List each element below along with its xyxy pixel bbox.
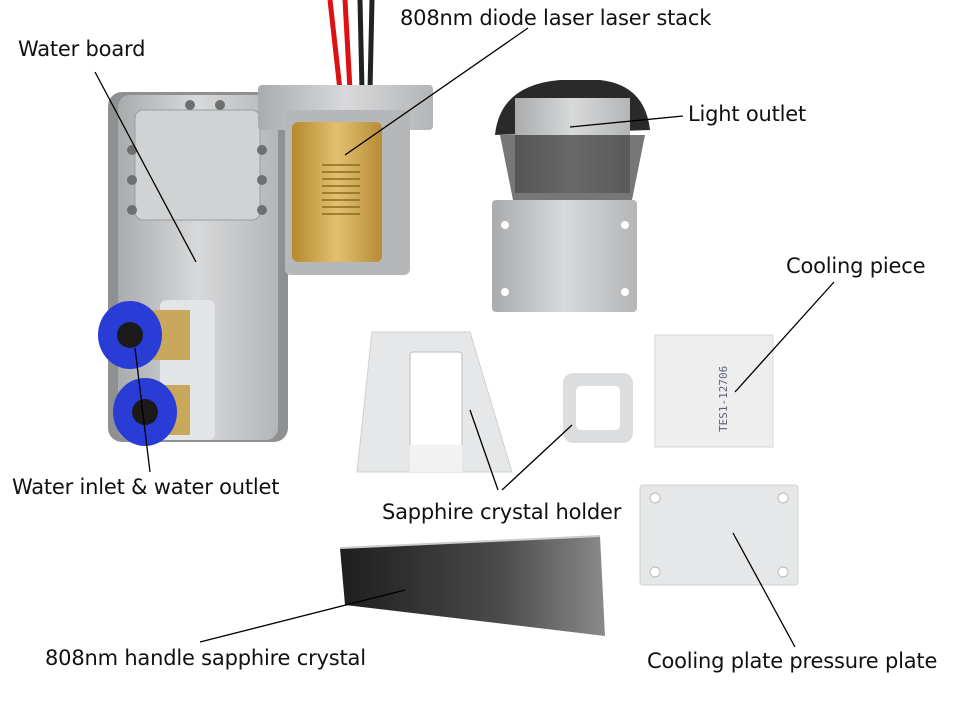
label-light-outlet: Light outlet	[688, 102, 807, 126]
leader-pressure-plate	[732, 532, 796, 648]
leader-holder-left	[469, 409, 499, 491]
leader-light-outlet	[569, 115, 684, 128]
pressure-plate-image	[639, 484, 799, 586]
leader-holder-right	[501, 424, 573, 491]
leader-water-inlet	[134, 347, 151, 473]
label-laser-stack: 808nm diode laser laser stack	[400, 6, 712, 30]
leader-sapphire-crystal	[199, 589, 406, 643]
label-water-inlet-outlet: Water inlet & water outlet	[12, 475, 280, 499]
label-sapphire-holder: Sapphire crystal holder	[382, 500, 622, 524]
sapphire-crystal-image	[339, 535, 605, 636]
label-water-board: Water board	[18, 37, 146, 61]
water-connectors-image	[98, 301, 190, 446]
laser-stack-image	[258, 0, 433, 275]
light-outlet-image	[492, 80, 650, 312]
sapphire-holder-image	[356, 331, 633, 473]
label-cooling-piece: Cooling piece	[786, 254, 926, 278]
label-pressure-plate: Cooling plate pressure plate	[647, 649, 938, 673]
leader-laser-stack	[344, 27, 529, 156]
leader-cooling-piece	[734, 281, 835, 393]
cooling-piece-image	[654, 334, 774, 448]
leader-lines	[94, 27, 835, 648]
label-sapphire-crystal: 808nm handle sapphire crystal	[45, 646, 366, 670]
chip-marking: TES1-12706	[717, 365, 730, 432]
leader-water-board	[94, 71, 197, 263]
